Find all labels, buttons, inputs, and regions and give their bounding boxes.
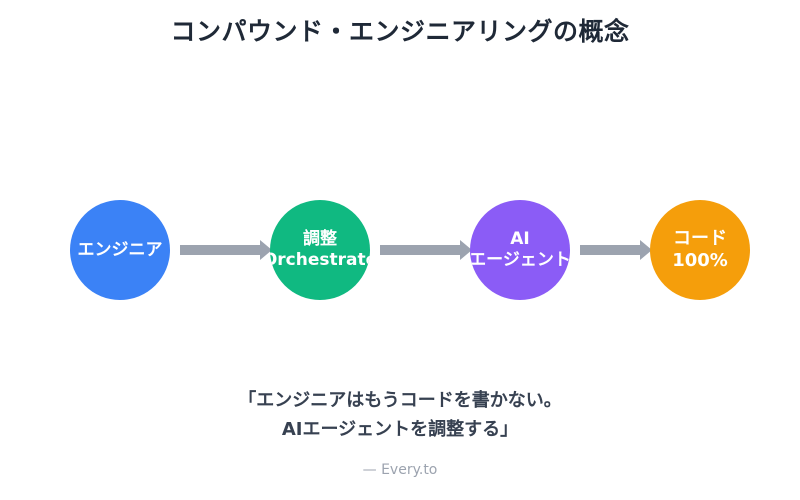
quote-attribution: — Every.to — [362, 462, 438, 478]
node-code-percent: 100% — [672, 250, 728, 271]
node-orchestrate: 調整 Orchestrate — [270, 200, 370, 300]
arrow-orchestrate-to-agent — [380, 240, 472, 260]
node-engineer: エンジニア — [70, 200, 170, 300]
quote-line-2: AIエージェントを調整する」 — [281, 419, 519, 440]
node-engineer-label: エンジニア — [77, 239, 163, 260]
quote-block: 「エンジニアはもうコードを書かない。 AIエージェントを調整する」 — [0, 386, 800, 444]
node-ai-agent-label-ai: AI — [510, 229, 530, 249]
node-code-label: コード — [673, 228, 727, 249]
node-orchestrate-label-en: Orchestrate — [270, 250, 370, 270]
arrow-engineer-to-orchestrate — [180, 240, 272, 260]
node-ai-agent-label-agent: エージェント — [470, 250, 570, 270]
arrow-agent-to-code — [580, 240, 652, 260]
node-code: コード 100% — [650, 200, 750, 300]
node-orchestrate-label-jp: 調整 — [303, 229, 337, 249]
node-ai-agent: AI エージェント — [470, 200, 570, 300]
quote-line-1: 「エンジニアはもうコードを書かない。 — [238, 390, 562, 411]
diagram-title: コンパウンド・エンジニアリングの概念 — [170, 17, 630, 46]
